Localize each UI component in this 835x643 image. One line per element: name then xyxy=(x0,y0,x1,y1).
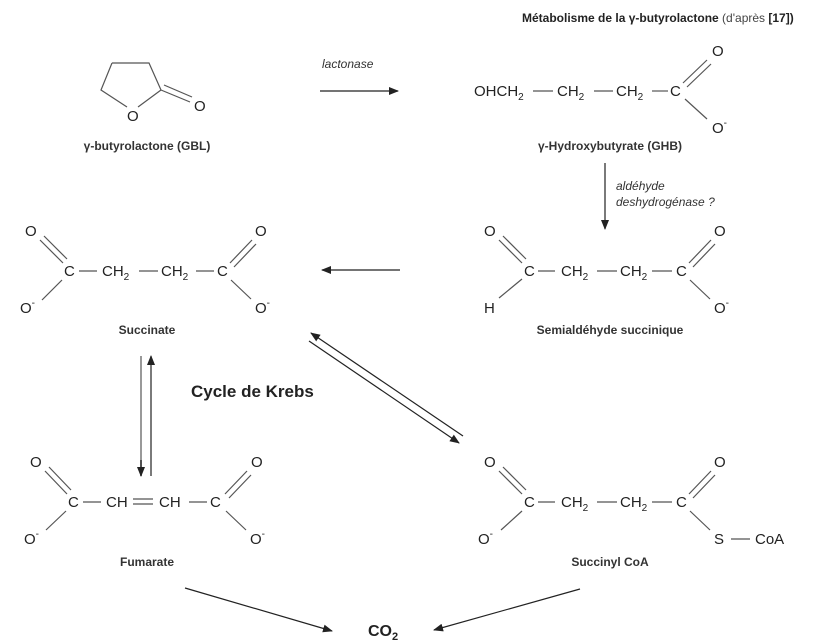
figure-title: Métabolisme de la γ-butyrolactone (d'apr… xyxy=(522,11,794,25)
semialdehyde-name: Semialdéhyde succinique xyxy=(537,323,684,337)
svg-text:O: O xyxy=(251,454,263,471)
arrow-to-succinate-diag xyxy=(310,332,464,437)
svg-text:CoA: CoA xyxy=(755,531,784,548)
svg-text:C: C xyxy=(68,494,79,511)
svg-text:C: C xyxy=(524,263,535,280)
svg-text:S: S xyxy=(714,531,724,548)
svg-text:O-: O- xyxy=(714,298,729,317)
svg-text:C: C xyxy=(210,494,221,511)
svg-text:O-: O- xyxy=(24,529,39,548)
fumarate-to-co2-arrow xyxy=(184,587,333,633)
svg-text:O: O xyxy=(484,454,496,471)
svg-text:O: O xyxy=(255,223,267,240)
succinate-name: Succinate xyxy=(119,323,176,337)
svg-text:CH2: CH2 xyxy=(561,494,589,514)
svg-text:O: O xyxy=(484,223,496,240)
carbonyl-oxygen: O xyxy=(194,98,206,115)
lactonase-label: lactonase xyxy=(322,57,374,71)
gbl-name: γ-butyrolactone (GBL) xyxy=(84,139,211,153)
svg-text:H: H xyxy=(484,300,495,317)
svg-text:CH2: CH2 xyxy=(620,494,648,514)
svg-text:C: C xyxy=(217,263,228,280)
succinyl-coa-name: Succinyl CoA xyxy=(571,555,649,569)
svg-text:CH2: CH2 xyxy=(161,263,189,283)
svg-text:C: C xyxy=(670,83,681,100)
succinyl-coa-structure: O C O- CH2 CH2 C O S CoA xyxy=(478,454,784,548)
svg-text:C: C xyxy=(676,494,687,511)
svg-text:CH2: CH2 xyxy=(557,83,585,103)
svg-text:O: O xyxy=(30,454,42,471)
gbl-structure: O O xyxy=(100,62,206,125)
svg-text:O-: O- xyxy=(712,118,727,137)
co2-product: CO2 xyxy=(368,623,398,643)
svg-text:O: O xyxy=(714,454,726,471)
succinate-structure: O C O- CH2 CH2 C O O- xyxy=(20,223,270,317)
svg-text:C: C xyxy=(676,263,687,280)
svg-text:O-: O- xyxy=(20,298,35,317)
semialdehyde-structure: O C H CH2 CH2 C O O- xyxy=(484,223,729,317)
svg-text:CH: CH xyxy=(159,494,181,511)
svg-text:CH2: CH2 xyxy=(616,83,644,103)
svg-text:OHCH2: OHCH2 xyxy=(474,83,524,103)
svg-text:CH: CH xyxy=(106,494,128,511)
aldehyde-label-line2: deshydrogénase ? xyxy=(616,195,715,209)
svg-text:O-: O- xyxy=(478,529,493,548)
svg-text:CH2: CH2 xyxy=(102,263,130,283)
arrow-to-succinyl-coa xyxy=(308,340,460,444)
ring-oxygen: O xyxy=(127,108,139,125)
ghb-name: γ-Hydroxybutyrate (GHB) xyxy=(538,139,682,153)
fumarate-structure: O C O- CH CH C O O- xyxy=(24,454,265,548)
ghb-structure: OHCH2 CH2 CH2 C O O- xyxy=(474,43,727,137)
svg-text:O-: O- xyxy=(255,298,270,317)
fumarate-name: Fumarate xyxy=(120,555,174,569)
svg-text:C: C xyxy=(524,494,535,511)
svg-text:O-: O- xyxy=(250,529,265,548)
succinyl-coa-to-co2-arrow xyxy=(433,588,581,632)
svg-text:O: O xyxy=(714,223,726,240)
svg-text:O: O xyxy=(25,223,37,240)
svg-text:CH2: CH2 xyxy=(620,263,648,283)
aldehyde-label-line1: aldéhyde xyxy=(616,179,665,193)
svg-text:O: O xyxy=(712,43,724,60)
krebs-cycle-label: Cycle de Krebs xyxy=(191,382,314,401)
svg-text:C: C xyxy=(64,263,75,280)
svg-text:CH2: CH2 xyxy=(561,263,589,283)
